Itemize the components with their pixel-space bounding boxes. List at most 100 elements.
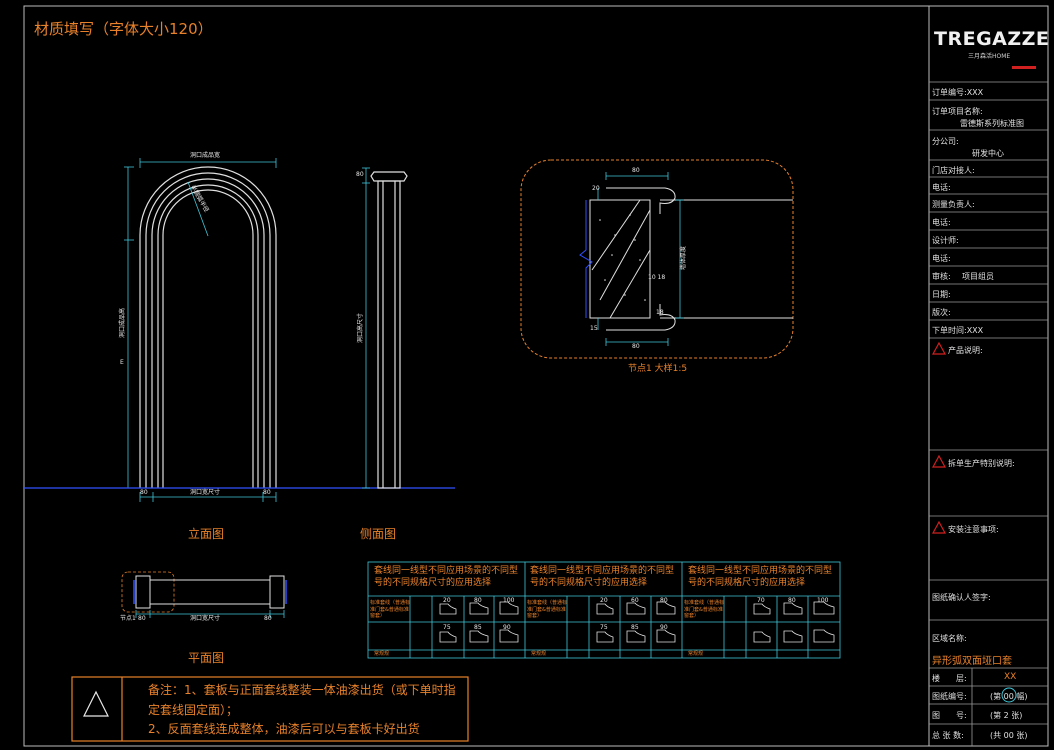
section-label: 侧面图 [360,527,397,541]
plan-label: 平面图 [188,651,225,665]
table-1-header: 套线同一线型不同应用场景的不同型号的不同规格尺寸的应用选择 [374,566,519,588]
plan-dim-left-small: 80 [138,615,146,622]
brand-accent-bar [1012,66,1036,69]
remarks-line-1: 备注：1、套板与正面套线整装一体油漆出货（或下单时指 [148,683,456,697]
order-no: 订单编号:XXX [932,88,984,97]
node-dim-left-top: 20 [592,185,600,192]
elevation-label: 立面图 [188,527,225,541]
node-dim-right: 墙体厚度 [680,245,688,271]
node-detail-frame [520,159,794,359]
table-1-val-c: 100 [503,597,515,604]
material-note-title: 材质填写（字体大小120） [34,20,213,38]
disassembly-note: 拆单生产特别说明: [948,459,1015,468]
review-label: 审核: [932,272,951,281]
title-warning-icons [931,341,947,534]
table-profile-shapes [439,601,835,643]
company-label: 分公司: [932,137,959,146]
table-1-val-b: 80 [474,597,482,604]
node-dim-mid2: 18 [656,309,664,316]
title-block-lines [929,81,1048,746]
table-1-row2-val-b: 85 [474,624,482,631]
table-1-val-a: 20 [443,597,451,604]
version: 版次: [932,308,951,317]
phone-2: 电话: [932,218,951,227]
node-hatch [599,214,646,301]
table-2-val-a: 20 [600,597,608,604]
table-2-val-c: 80 [660,597,668,604]
table-2-row2-val-a: 75 [600,624,608,631]
table-2-row3-label: 常规规 [531,651,547,657]
section-view [370,171,408,489]
order-time: 下单时间:XXX [932,326,984,335]
store-contact: 门店对接人: [932,166,975,175]
table-1-row1-label: 标准套线（普通标准门套&普通标准窗套） [370,600,411,619]
company-value: 研发中心 [972,149,1004,158]
section-dimensions [362,167,370,489]
table-2-row2-val-b: 85 [631,624,639,631]
product-note: 产品说明: [948,346,983,355]
phone-3: 电话: [932,254,951,263]
floor-value: XX [1004,672,1017,682]
elevation-view [139,166,277,488]
designer: 设计师: [932,236,959,245]
remarks-box [71,676,469,742]
install-note: 安装注意事项: [948,525,999,534]
table-2-header: 套线同一线型不同应用场景的不同型号的不同规格尺寸的应用选择 [530,566,675,588]
table-1-row3-label: 常规规 [374,651,390,657]
project-name: 雷德斯系列标准图 [960,119,1024,128]
date: 日期: [932,290,951,299]
table-2-row2-val-c: 90 [660,624,668,631]
section-dim-side: 洞口高尺寸 [357,312,365,344]
table-3-val-b: 80 [788,597,796,604]
node-dimensions [597,172,684,346]
brand-subtitle: 三月森活HOME [968,53,1011,60]
drawing-frame [23,5,1049,747]
elevation-dim-right-small: 80 [263,489,271,496]
confirm-sign: 图纸确认人签字: [932,593,991,602]
measure-lead: 测量负责人: [932,200,975,209]
table-3-row1-label: 标准套线（普通标准门套&普通标准窗套） [684,600,725,619]
section-dim-top: 80 [356,171,364,178]
project-name-label: 订单项目名称: [932,107,983,116]
plan-node-callout [121,571,175,613]
table-3-val-c: 100 [817,597,829,604]
floor-label: 楼 层: [932,674,967,683]
table-3-val-a: 70 [757,597,765,604]
plan-dimensions [135,610,285,618]
review-value: 项目组员 [962,272,994,281]
plan-view [135,575,285,609]
elevation-dim-left-small: 80 [140,489,148,496]
node-caption: 节点1 大样1:5 [628,364,688,374]
area-value: 异形弧双面垭口套 [932,656,1012,667]
plan-node-mark: 节点1 [120,615,136,622]
table-2-row1-label: 标准套线（普通标准门套&普通标准窗套） [527,600,568,619]
node-dim-top: 80 [632,167,640,174]
drawing-no-value: (第 00 幅) [990,692,1028,701]
plan-dim-bottom: 洞口宽尺寸 [190,615,221,622]
table-1-row2-val-a: 75 [443,624,451,631]
total-pages-label: 总 张 数: [932,731,964,740]
spec-tables [367,561,841,659]
table-3-row3-label: 常规规 [688,651,704,657]
plan-dim-right-small: 80 [264,615,272,622]
elevation-dimensions [124,158,277,502]
table-1-row2-val-c: 90 [503,624,511,631]
table-2-val-b: 60 [631,597,639,604]
total-pages-value: (共 00 张) [990,731,1028,740]
plan-blue-edges [133,580,287,604]
area-label: 区域名称: [932,634,967,643]
remarks-line-2: 定套线固定面）； [148,703,239,717]
node-dim-bottom: 80 [632,343,640,350]
drawing-no-highlight [1001,687,1017,703]
node-break-line [579,200,593,318]
table-3-header: 套线同一线型不同应用场景的不同型号的不同规格尺寸的应用选择 [688,566,833,588]
elevation-dim-left: 洞口成品高 [119,307,127,339]
phone-1: 电话: [932,183,951,192]
brand-logo: TREGAZZE [934,28,1050,50]
elevation-dim-bottom: 洞口宽尺寸 [190,489,221,496]
node-dim-mid: 10 18 [648,274,666,281]
drawing-no-label: 图纸编号: [932,692,967,701]
elevation-dim-top: 洞口成品宽 [190,152,221,159]
sheet-no-value: (第 2 张) [990,711,1023,720]
